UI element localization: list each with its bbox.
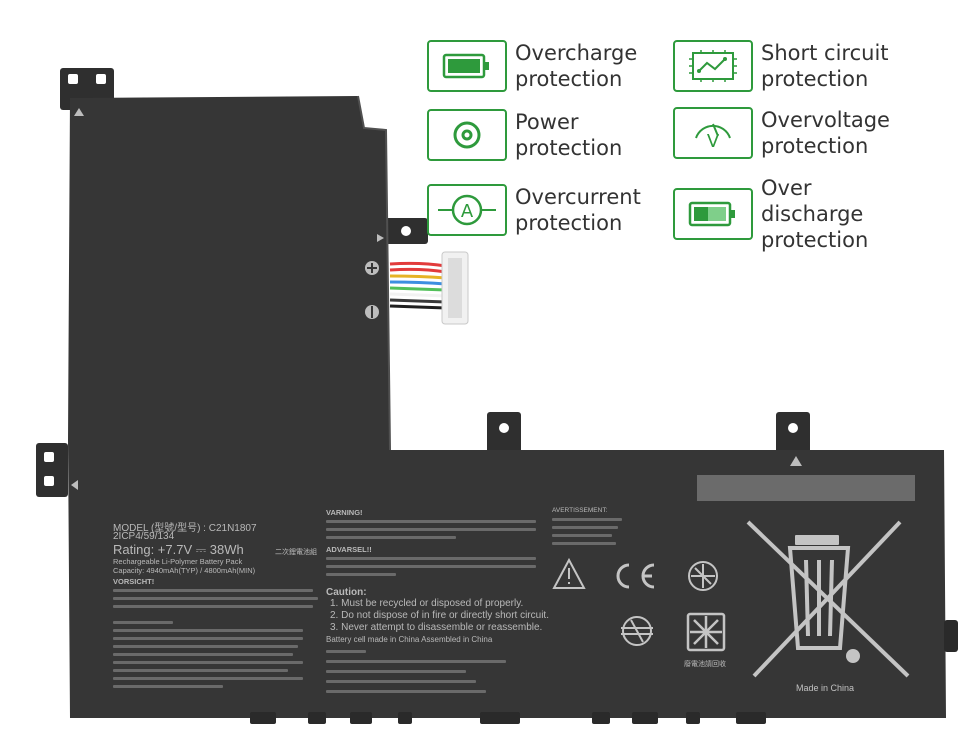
ce-mark-icon: [616, 563, 655, 589]
feature-over-discharge: Over discharge protection: [673, 175, 911, 253]
cell-code: 2ICP4/59/134: [113, 531, 175, 542]
compliance-mark-icon: [621, 616, 653, 646]
battery-recycle-mark-icon: [686, 612, 726, 652]
mount-tab-connector: [384, 218, 428, 244]
label-strip: [697, 475, 915, 501]
svg-text:V: V: [707, 131, 720, 152]
crossed-wheelie-bin-icon: [746, 520, 910, 678]
battery-low-icon: [673, 188, 753, 240]
caution-line: 2. Do not dispose of in fire or directly…: [330, 610, 549, 621]
battery-type-cn: 二次鋰電池組: [275, 549, 317, 556]
feature-label: Short circuit protection: [761, 41, 889, 91]
recycle-text: 廢電池請回收: [684, 661, 726, 668]
capacity-text: Capacity: 4940mAh(TYP) / 4800mAh(MIN): [113, 566, 256, 575]
pack-type: Rechargeable Li-Polymer Battery Pack: [113, 557, 243, 566]
feature-short-circuit: Short circuit protection: [673, 40, 911, 92]
feature-label: Overvoltage protection: [761, 108, 890, 158]
power-circle-icon: [427, 109, 507, 161]
mount-tab-left: [36, 443, 68, 497]
battery-body: [68, 96, 946, 718]
caution-title: Caution:: [326, 587, 367, 598]
voltage-v-icon: V: [673, 107, 753, 159]
battery-connector: [441, 251, 469, 325]
warning-german-title: VORSICHT!: [113, 577, 155, 586]
svg-text:A: A: [461, 201, 474, 222]
feature-overvoltage: V Overvoltage protection: [673, 107, 911, 159]
model-number: MODEL (型號/型号) : C21N1807: [113, 523, 257, 534]
warning-danish-title: ADVARSEL!!: [326, 545, 372, 554]
certification-mark-icon: [688, 561, 718, 591]
rating-text: Rating: +7.7V ⎓ 38Wh: [113, 542, 244, 557]
feature-label: Over discharge protection: [761, 176, 869, 252]
warning-triangle-icon: [552, 557, 586, 589]
ammeter-a-icon: A: [427, 184, 507, 236]
mount-tabs-top-edge: [487, 412, 810, 454]
feature-overcurrent: A Overcurrent protection: [427, 184, 665, 236]
wire-harness: [389, 261, 447, 310]
feature-label: Overcharge protection: [515, 41, 638, 91]
feature-power: Power protection: [427, 109, 665, 161]
feature-overcharge: Overcharge protection: [427, 40, 665, 92]
warning-french-title: AVERTISSEMENT:: [552, 507, 608, 514]
feature-label: Power protection: [515, 110, 623, 160]
battery-full-icon: [427, 40, 507, 92]
circuit-board-icon: [673, 40, 753, 92]
warning-swedish-title: VARNING!: [326, 508, 363, 517]
feature-label: Overcurrent protection: [515, 185, 641, 235]
caution-line: 1. Must be recycled or disposed of prope…: [330, 598, 524, 609]
made-in-label: Made in China: [796, 683, 855, 693]
caution-line: 3. Never attempt to disassemble or reass…: [330, 622, 543, 633]
cell-origin: Battery cell made in China Assembled in …: [326, 635, 493, 644]
